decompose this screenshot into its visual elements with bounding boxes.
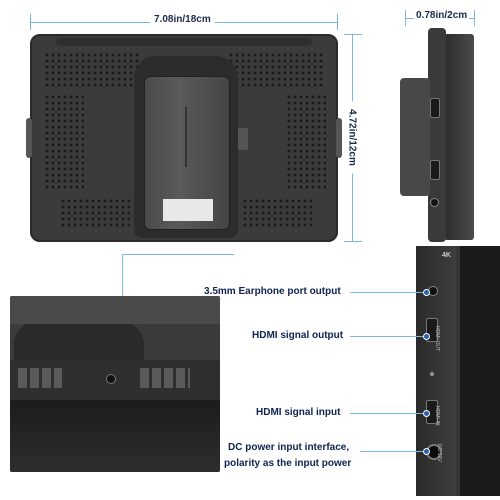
closeup-view	[10, 296, 220, 472]
side-hdmi-port-upper	[430, 98, 440, 118]
battery-groove	[185, 107, 187, 167]
vent-holes-bottom-right	[242, 198, 312, 228]
height-label: 4.72in/12cm	[346, 101, 358, 174]
battery-release-latch	[238, 128, 248, 150]
callout-dot-hdmi-output	[423, 333, 430, 340]
callout-line-earphone	[350, 292, 426, 293]
battery	[144, 76, 230, 230]
panel-screen	[460, 246, 500, 496]
callout-dot-hdmi-input	[423, 410, 430, 417]
closeup-top-surface	[10, 296, 220, 324]
dc-jack-label: DC-12V	[436, 444, 442, 462]
callout-dot-earphone	[423, 289, 430, 296]
callout-line-dc-power	[360, 451, 426, 452]
vent-holes-left	[44, 94, 84, 190]
callout-earphone-port: 3.5mm Earphone port output	[204, 286, 341, 297]
callout-dc-power-line2: polarity as the input power	[224, 458, 352, 469]
vent-holes-bottom-left	[60, 198, 130, 228]
port-panel-closeup: 4K HDMI-OUT HDMI-IN DC-12V	[416, 246, 500, 496]
depth-label: 0.78in/2cm	[414, 10, 470, 21]
side-screen-body	[444, 34, 474, 240]
closeup-jack	[106, 374, 116, 384]
vent-holes-right	[286, 94, 326, 190]
callout-dot-dc-power	[423, 448, 430, 455]
closeup-bottom-edge	[10, 400, 220, 472]
hdmi-out-port-label: HDMI-OUT	[434, 326, 440, 351]
top-ridge	[56, 38, 312, 46]
side-power-jack	[430, 198, 439, 207]
side-frame	[428, 28, 446, 242]
panel-logo: 4K	[442, 252, 451, 259]
callout-line-hdmi-input	[350, 413, 426, 414]
closeup-leader-horizontal	[122, 254, 234, 255]
closeup-buttons-left	[18, 368, 62, 388]
callout-dc-power-line1: DC power input interface,	[228, 442, 350, 453]
height-tick-bottom	[344, 241, 362, 242]
callout-line-hdmi-output	[350, 336, 426, 337]
height-tick-top	[344, 34, 362, 35]
panel-small-dot	[430, 372, 434, 376]
width-label: 7.08in/18cm	[150, 14, 215, 25]
hdmi-in-port-label: HDMI-IN	[434, 406, 440, 426]
monitor-side-view	[400, 28, 474, 242]
closeup-battery-plate	[14, 322, 144, 366]
left-clip	[26, 118, 32, 158]
vent-holes-top-left	[44, 52, 140, 88]
closeup-leader-vertical	[122, 254, 123, 296]
right-clip	[336, 118, 342, 158]
side-battery-mount	[400, 78, 430, 196]
side-hdmi-port-lower	[430, 160, 440, 180]
vent-holes-top-right	[228, 52, 324, 88]
monitor-back-view	[26, 34, 342, 242]
callout-hdmi-input: HDMI signal input	[256, 407, 341, 418]
callout-hdmi-output: HDMI signal output	[252, 330, 344, 341]
battery-sticker	[163, 199, 213, 221]
closeup-buttons-right	[140, 368, 190, 388]
